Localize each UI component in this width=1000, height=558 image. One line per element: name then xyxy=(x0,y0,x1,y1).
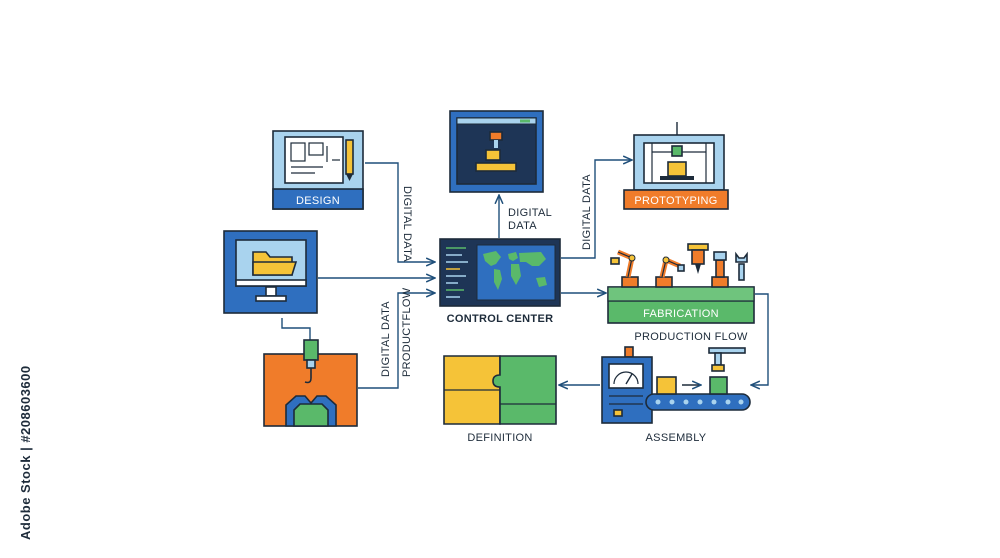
fabrication-node: FABRICATION xyxy=(607,243,755,324)
conveyor-icon xyxy=(645,393,751,411)
mold-to-control-arrow xyxy=(358,293,434,389)
digital-label: DIGITAL xyxy=(508,207,552,219)
definition-label: DEFINITION xyxy=(467,432,532,444)
design-to-control-arrow xyxy=(365,162,434,262)
gauge-icon xyxy=(608,363,644,389)
robot-arm-icon xyxy=(610,249,639,288)
production-flow-label: PRODUCTION FLOW xyxy=(634,331,748,343)
folder-icon xyxy=(252,251,298,276)
mold-node xyxy=(263,339,358,427)
blueprint-icon xyxy=(284,136,344,184)
computer-node xyxy=(223,230,318,314)
puzzle-icon xyxy=(443,355,557,425)
fabrication-to-assembly-arrow xyxy=(752,293,769,385)
robot-arm-icon-2 xyxy=(655,256,685,288)
control-center-node: CONTROL CENTER xyxy=(439,238,561,325)
data-label: DATA xyxy=(508,220,537,232)
design-label: DESIGN xyxy=(296,195,340,207)
assembly-label: ASSEMBLY xyxy=(646,432,707,444)
design-node: DESIGN xyxy=(272,130,364,210)
connectors xyxy=(281,160,769,389)
world-map-icon xyxy=(483,251,547,290)
robot-arm-icon-3 xyxy=(711,251,729,288)
fabrication-label: FABRICATION xyxy=(643,308,719,320)
wrench-icon xyxy=(735,251,748,281)
assembly-node xyxy=(601,346,751,424)
drill-icon xyxy=(687,243,709,274)
code-lines xyxy=(446,247,468,298)
digital-data-design-label: DIGITAL DATA xyxy=(401,186,413,262)
stock-watermark: Adobe Stock | #208603600 xyxy=(18,365,33,540)
control-to-printer-arrow xyxy=(561,160,631,259)
prototyping-node: PROTOTYPING xyxy=(623,122,729,210)
productflow-mold-label: PRODUCTFLOW xyxy=(401,287,413,377)
digital-data-proto-label: DIGITAL DATA xyxy=(581,174,593,250)
control-center-label: CONTROL CENTER xyxy=(447,313,554,325)
3d-printer-icon xyxy=(633,122,725,191)
definition-node xyxy=(443,355,557,425)
pencil-icon xyxy=(345,139,354,181)
prototyping-label: PROTOTYPING xyxy=(634,195,717,207)
computer-to-mold-line xyxy=(281,318,311,340)
digital-data-mold-label: DIGITAL DATA xyxy=(380,301,392,377)
screen-node xyxy=(449,110,544,193)
